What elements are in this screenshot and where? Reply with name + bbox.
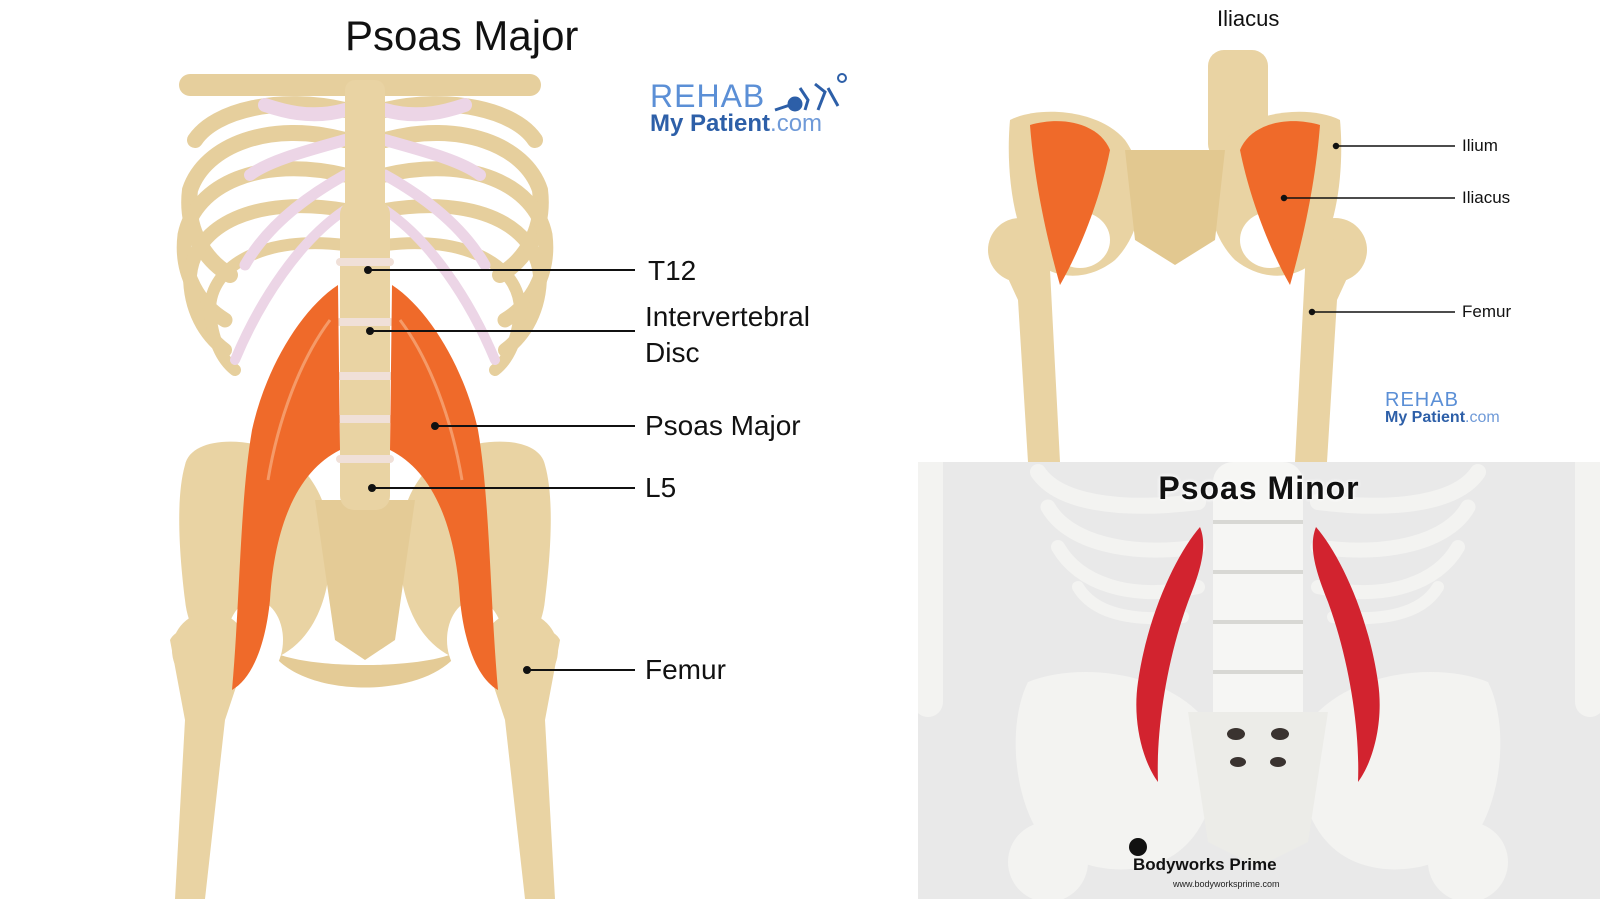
logo-small-line2a: My Patient — [1385, 409, 1466, 426]
psoas-minor-illustration — [918, 462, 1600, 899]
logo-small-line1: REHAB — [1385, 389, 1459, 411]
iliacus-illustration — [988, 50, 1455, 462]
psoas-major-illustration — [170, 74, 635, 899]
logo-line2: My Patient.com — [650, 112, 822, 136]
bodyworks-url: www.bodyworksprime.com — [1173, 879, 1280, 889]
pelvis-minor — [1008, 672, 1508, 899]
label-disc: Disc — [645, 337, 700, 368]
label-femur: Femur — [645, 654, 726, 685]
rehab-my-patient-logo-small: REHAB My Patient.com — [1385, 390, 1500, 426]
bodyworks-logo-icon — [1129, 838, 1147, 856]
spine-minor — [1213, 462, 1303, 762]
lumbar-spine — [336, 200, 394, 510]
iliacus-panel: Iliacus Ilium Iliacus Femur REHAB My Pat… — [900, 0, 1600, 462]
leader-lines — [364, 266, 635, 674]
label-femur-iliacus: Femur — [1462, 302, 1512, 321]
label-psoas-major: Psoas Major — [645, 410, 801, 441]
costal-cartilage — [230, 98, 500, 365]
psoas-major-panel: Psoas Major T12 Intervertebral Disc Psoa… — [170, 12, 847, 899]
logo-small-line2: My Patient.com — [1385, 410, 1500, 426]
label-t12: T12 — [648, 255, 697, 286]
psoas-minor-muscles — [1136, 527, 1380, 782]
sacral-foramina — [1227, 728, 1289, 767]
sternum — [345, 80, 385, 230]
label-l5: L5 — [645, 472, 677, 503]
logo-small-line2b: .com — [1465, 409, 1500, 426]
logo-line2b: .com — [770, 110, 823, 137]
label-intervertebral: Intervertebral — [645, 301, 810, 332]
logo-figures-icon — [774, 73, 847, 112]
logo-line2a: My Patient — [650, 110, 771, 137]
psoas-minor-title: Psoas Minor — [1158, 470, 1360, 506]
logo-line1: REHAB — [650, 78, 766, 114]
bodyworks-credit: Bodyworks Prime — [1133, 855, 1277, 874]
pelvis-iliacus — [988, 50, 1367, 462]
vertebral-lines — [1213, 520, 1303, 674]
label-ilium: Ilium — [1462, 136, 1498, 155]
psoas-minor-panel: Psoas Minor Bodyworks Prime www.bodywork… — [918, 462, 1600, 899]
rehab-my-patient-logo: REHAB My Patient.com — [650, 80, 822, 136]
iliacus-muscles — [1030, 121, 1320, 285]
iliacus-leader-lines — [1280, 142, 1455, 316]
iliacus-title: Iliacus — [1217, 6, 1280, 31]
rib-cage — [176, 74, 554, 376]
psoas-major-title: Psoas Major — [345, 12, 579, 59]
label-iliacus: Iliacus — [1462, 188, 1511, 207]
femurs — [170, 612, 560, 899]
